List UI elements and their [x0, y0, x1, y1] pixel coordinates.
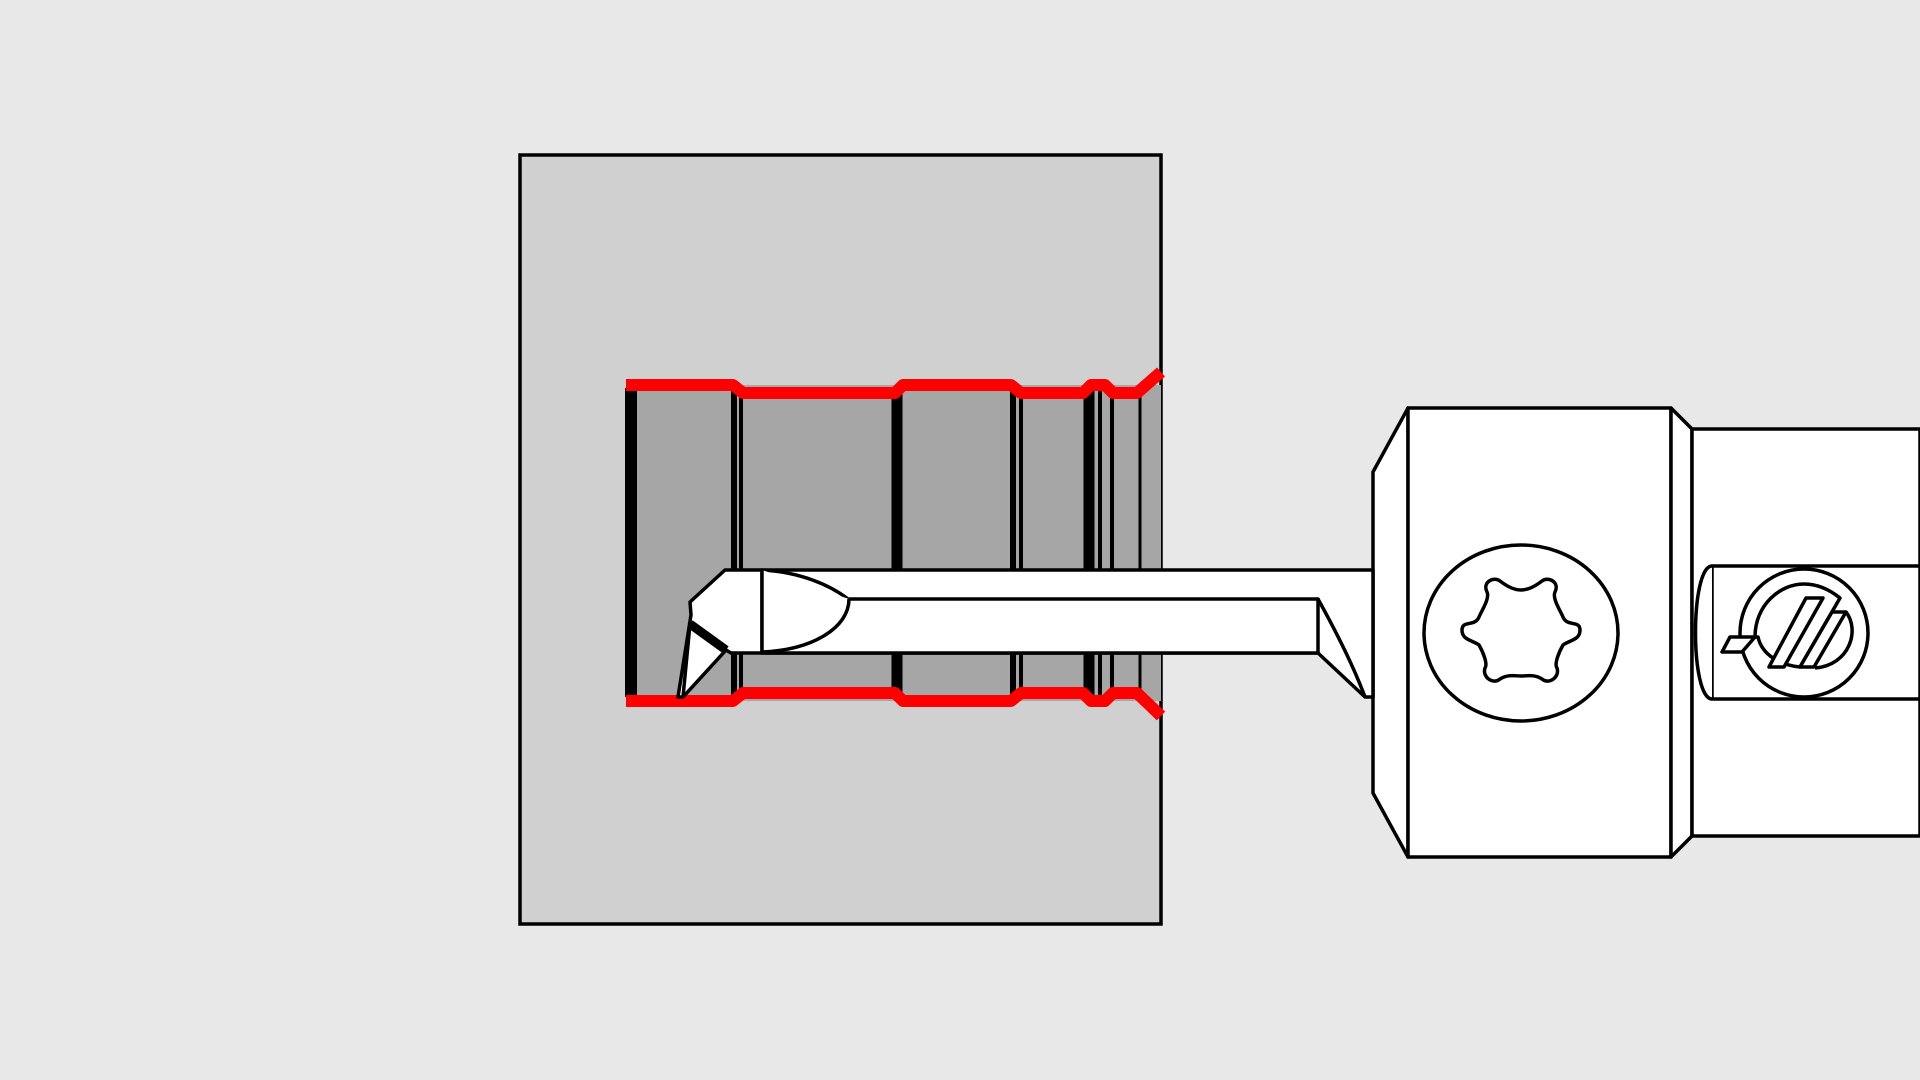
bar-chamfer — [1316, 598, 1367, 698]
holder-taper — [1371, 406, 1410, 859]
bore-profile-bottom — [626, 687, 1166, 721]
bore-profile-top — [626, 367, 1165, 399]
bar-nose — [760, 570, 851, 654]
insert-edge — [687, 620, 729, 654]
torx-screw-icon — [1422, 543, 1620, 723]
bar-flute-upper — [760, 568, 1320, 655]
holder-collar — [1669, 406, 1694, 859]
holder-band-edge — [1693, 564, 1713, 701]
torx-recess — [1460, 577, 1582, 683]
brand-logo-icon — [1720, 567, 1870, 699]
logo-slash-2 — [1798, 610, 1848, 669]
logo-right-arc — [1814, 610, 1854, 670]
boring-bar — [676, 568, 1375, 699]
logo-slash-1 — [1767, 596, 1825, 669]
logo-mark — [1720, 635, 1757, 654]
